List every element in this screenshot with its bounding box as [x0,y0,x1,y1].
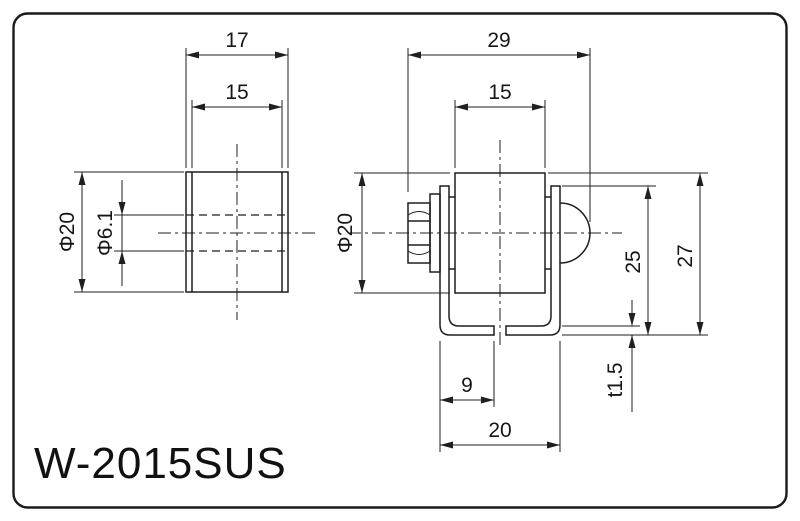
right-view: 29 15 Φ20 25 27 [334,29,708,452]
bore-hidden-lines [186,214,288,252]
wheel-front-view [448,172,552,294]
dim-bracket-width: 20 [440,341,561,452]
left-view: 17 15 Φ20 Φ6.1 [56,29,318,320]
dim-flange-length: 9 [439,341,495,452]
dim-tread-width-left: 15 [191,81,283,168]
dim-label-bracket-height: 25 [622,250,645,273]
dim-bracket-height: 25 [562,185,656,335]
dim-label-wheel-width: 15 [488,81,511,104]
wheel-side-view [185,171,289,293]
dim-hub-width: 17 [185,29,289,168]
dim-outer-diameter-left: Φ20 [56,171,184,293]
part-number-title: W-2015SUS [34,439,287,488]
dim-label-tread-width: 15 [225,81,248,104]
dim-label-flange-length: 9 [461,374,473,397]
dim-plate-thickness: t1.5 [562,300,640,412]
dim-label-plate-thickness: t1.5 [604,362,627,397]
dim-label-overall-width: 29 [487,29,510,52]
dim-label-wheel-diameter: Φ20 [334,213,357,253]
dim-label-hub-width: 17 [225,29,248,52]
right-view-centerlines [348,140,622,346]
bracket-channel [439,185,561,336]
dim-label-bore-diameter: Φ6.1 [94,210,117,256]
hex-bolt-head [407,193,441,273]
dim-label-bracket-width: 20 [488,419,511,442]
dim-wheel-width: 15 [454,81,546,168]
dim-wheel-diameter: Φ20 [334,172,450,294]
dim-bore-diameter: Φ6.1 [94,180,184,286]
sheet-border [12,12,788,509]
dim-overall-width: 29 [407,29,591,222]
dim-label-outer-diameter: Φ20 [56,212,79,252]
cap-nut [559,202,591,264]
dim-label-overall-height: 27 [674,244,697,267]
left-view-centerlines [158,144,318,320]
